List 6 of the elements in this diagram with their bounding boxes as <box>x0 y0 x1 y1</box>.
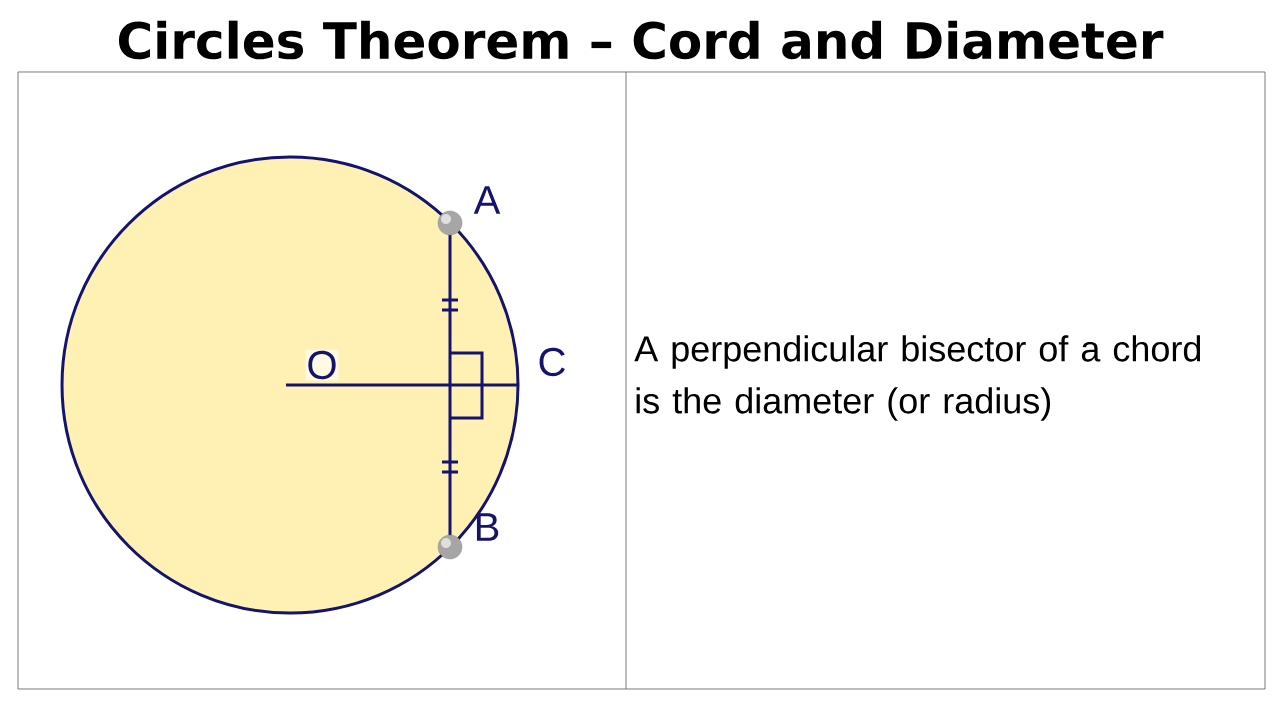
point-label: O <box>305 349 339 381</box>
point-label: A <box>473 186 501 214</box>
statement-text: A perpendicular bisector of a chord is the diameter (or radius) <box>634 335 1201 421</box>
point-label: C <box>539 347 565 377</box>
point-label: B <box>476 513 499 541</box>
title: Circles Theorem – Cord and Diameter <box>118 20 1164 60</box>
